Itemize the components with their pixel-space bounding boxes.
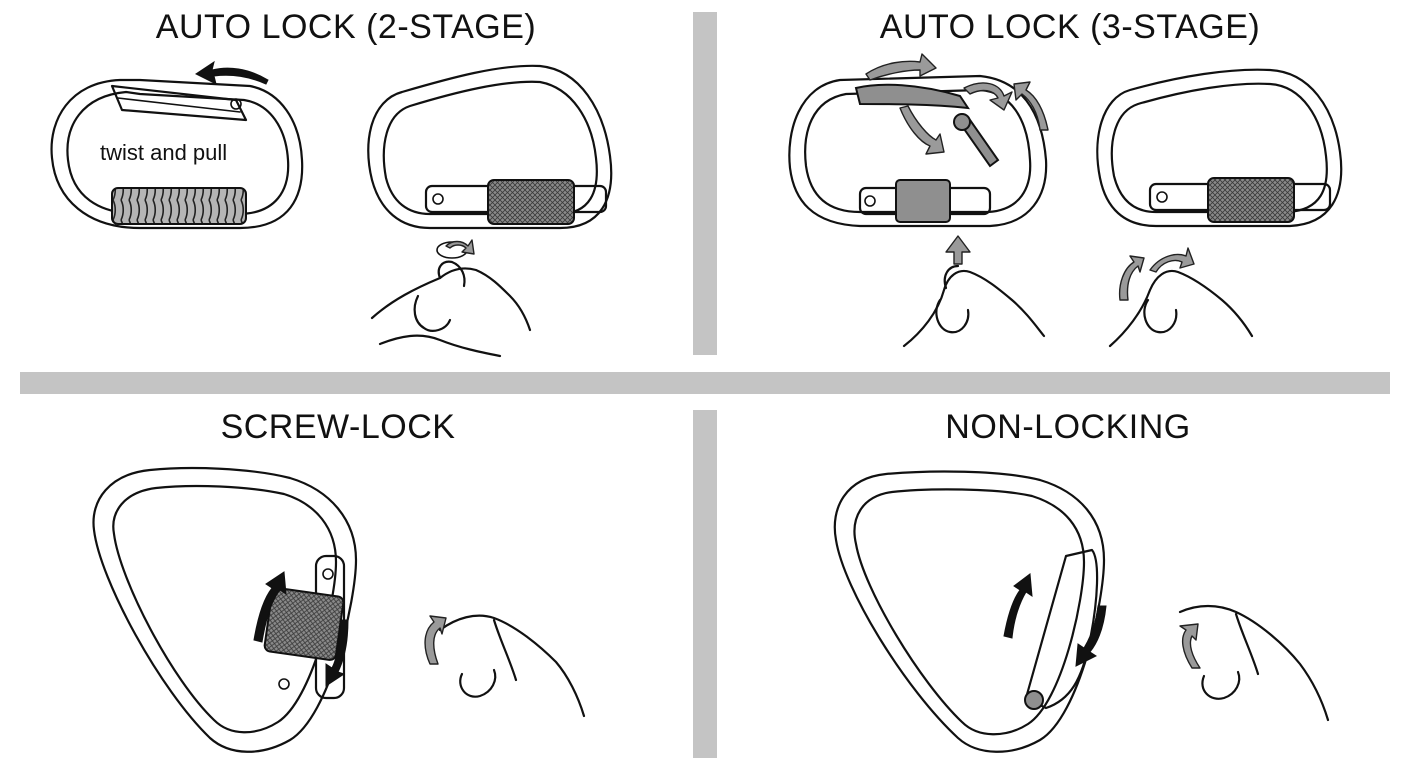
carabiner-icon [788,74,1048,228]
up-arrow-icon [1003,573,1033,639]
carabiner-icon [92,466,358,753]
curved-arrow-icon [963,82,1013,111]
hand-icon [902,264,1046,348]
carabiner-icon [1096,68,1343,228]
down-arrow-icon [1075,605,1107,667]
up-arrow-icon [253,571,287,643]
vertical-divider-top [693,12,717,355]
title-non-locking: NON-LOCKING [945,408,1191,446]
down-arrow-icon [325,619,349,687]
curved-arrow-icon [1118,255,1145,301]
title-auto-lock-2-stage: AUTO LOCK (2-STAGE) [155,8,537,46]
carabiner-icon [367,64,613,230]
up-arrow-icon [945,235,971,265]
annotation-twist-and-pull: twist and pull [100,140,227,165]
title-screw-lock: SCREW-LOCK [220,408,456,446]
carabiner-icon: twist and pull [50,78,304,230]
carabiner-icon [833,470,1106,753]
vertical-divider-bottom [693,410,717,758]
hand-icon [370,241,532,358]
rotate-arrow-icon [1179,623,1201,669]
hand-icon [438,614,586,718]
curved-arrow-icon [1149,247,1195,273]
hand-icon [1178,604,1330,722]
rotate-arrow-icon [445,239,475,255]
curved-arrow-icon [1013,81,1049,131]
curved-arrow-icon [195,60,269,85]
title-auto-lock-3-stage: AUTO LOCK (3-STAGE) [879,8,1261,46]
curved-arrow-icon [899,105,945,155]
rotate-arrow-icon [424,615,447,665]
hand-icon [1108,269,1254,348]
horizontal-divider [20,372,1390,394]
curved-arrow-icon [865,53,937,81]
